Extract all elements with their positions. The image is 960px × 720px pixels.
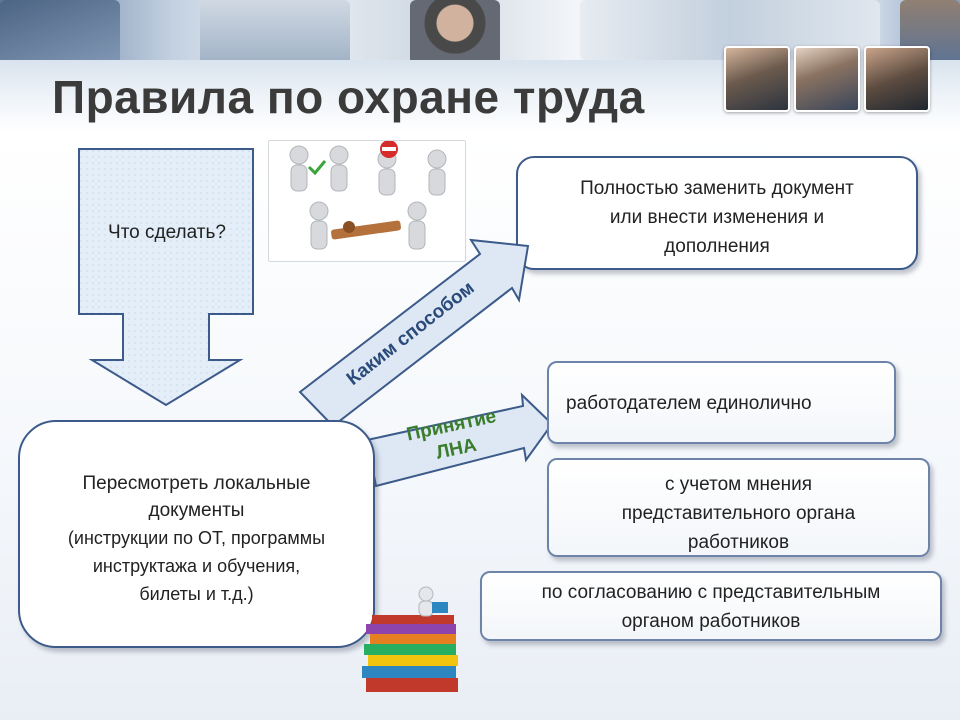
review-line-2: документы [148, 500, 245, 521]
agreement-line-1: по согласованию с представительным [541, 582, 881, 603]
opinion-line-3: работников [687, 532, 790, 553]
opinion-line-1: с учетом мнения [664, 474, 813, 495]
replace-document-box: Полностью заменить документ или внести и… [516, 156, 918, 270]
meeting-photo-1 [724, 46, 790, 112]
figures-illustration [289, 140, 447, 250]
review-line-1: Пересмотреть локальные [82, 473, 311, 494]
employer-option-box: работодателем единолично [547, 361, 896, 444]
meeting-photo-2 [794, 46, 860, 112]
building-photo [0, 0, 120, 68]
review-line-5: билеты и т.д.) [139, 584, 254, 604]
woman-portrait-photo [410, 0, 500, 66]
books-stack-clipart [362, 586, 458, 692]
employer-option-text: работодателем единолично [566, 393, 812, 414]
opinion-line-2: представительного органа [621, 503, 856, 524]
agreement-option-box: по согласованию с представительным орган… [480, 571, 942, 641]
meeting-photo-3 [864, 46, 930, 112]
page-title: Правила по охране труда [52, 71, 645, 123]
review-documents-box: Пересмотреть локальные документы (инстру… [18, 420, 375, 648]
business-people-photo [200, 0, 350, 66]
replace-line-3: дополнения [664, 236, 770, 257]
people-clipart [268, 140, 466, 262]
agreement-line-2: органом работников [621, 611, 801, 632]
down-arrow-shape [78, 148, 254, 407]
opinion-option-box: с учетом мнения представительного органа… [547, 458, 930, 557]
review-line-4: инструктажа и обучения, [92, 556, 301, 576]
review-line-3: (инструкции по ОТ, программы [67, 528, 326, 548]
replace-line-2: или внести изменения и [609, 207, 825, 228]
what-to-do-label: Что сделать? [108, 222, 226, 243]
replace-line-1: Полностью заменить документ [580, 178, 854, 199]
